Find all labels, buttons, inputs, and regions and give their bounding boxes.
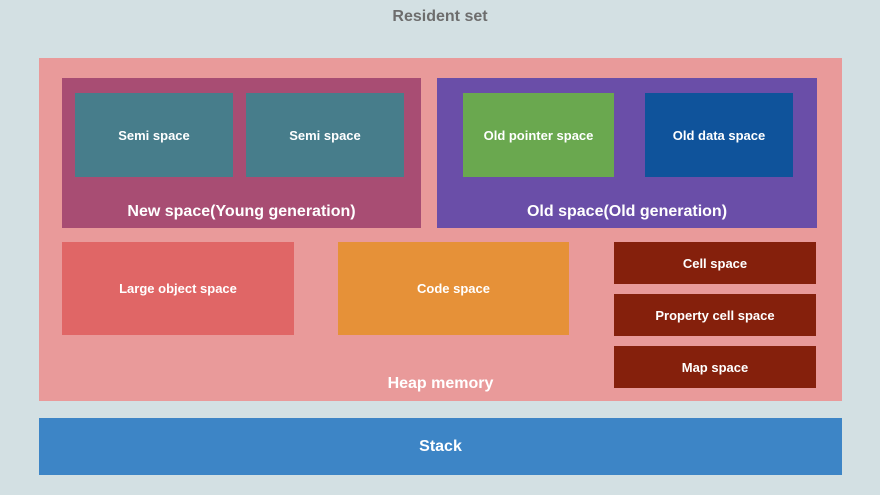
property-cell-space-label: Property cell space: [655, 307, 775, 323]
old-data-space-label: Old data space: [672, 127, 766, 143]
cell-space-label: Cell space: [682, 255, 748, 271]
semi-space-2: Semi space: [246, 93, 404, 177]
new-space-label: New space(Young generation): [127, 203, 356, 220]
stack-label: Stack: [419, 437, 462, 455]
map-space: Map space: [614, 346, 816, 388]
old-pointer-space-label: Old pointer space: [483, 127, 594, 143]
map-space-label: Map space: [681, 359, 749, 375]
cell-space: Cell space: [614, 242, 816, 284]
semi-space-1-label: Semi space: [118, 127, 190, 143]
resident-set-title: Resident set: [392, 8, 488, 25]
semi-space-2-label: Semi space: [289, 127, 361, 143]
large-object-space: Large object space: [62, 242, 294, 335]
large-object-space-label: Large object space: [119, 281, 237, 296]
semi-space-1: Semi space: [75, 93, 233, 177]
code-space-label: Code space: [417, 281, 490, 296]
stack-region: Stack: [39, 418, 842, 475]
old-data-space: Old data space: [645, 93, 793, 177]
old-pointer-space: Old pointer space: [463, 93, 614, 177]
code-space: Code space: [338, 242, 569, 335]
old-space-label: Old space(Old generation): [526, 203, 728, 220]
property-cell-space: Property cell space: [614, 294, 816, 336]
heap-memory-label: Heap memory: [387, 375, 494, 392]
